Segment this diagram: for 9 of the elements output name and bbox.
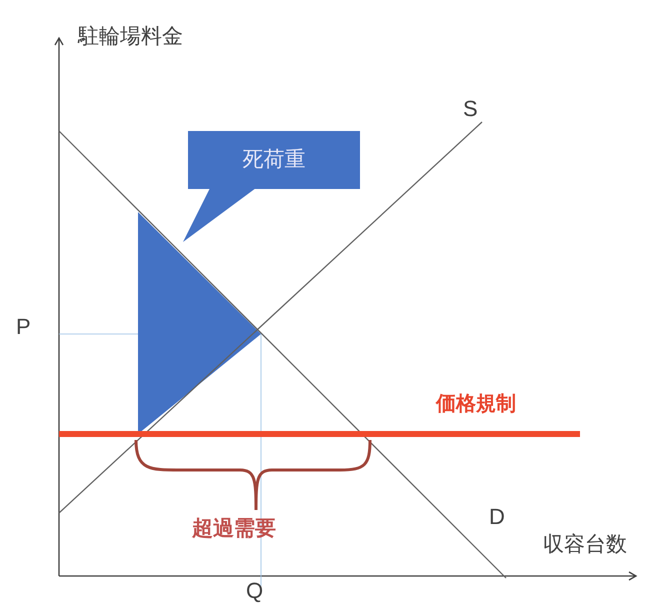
callout-text: 死荷重 (242, 147, 306, 174)
curve-label: S (463, 98, 478, 120)
line-label: 価格規制 (436, 394, 516, 414)
axis-label: 収容台数 (543, 534, 627, 555)
axis-tick-label: Q (246, 580, 264, 602)
axis-tick-label: P (16, 316, 31, 338)
axis-label: 駐輪場料金 (78, 26, 183, 47)
curve-label: D (489, 506, 505, 528)
bracket-label: 超過需要 (192, 518, 276, 539)
